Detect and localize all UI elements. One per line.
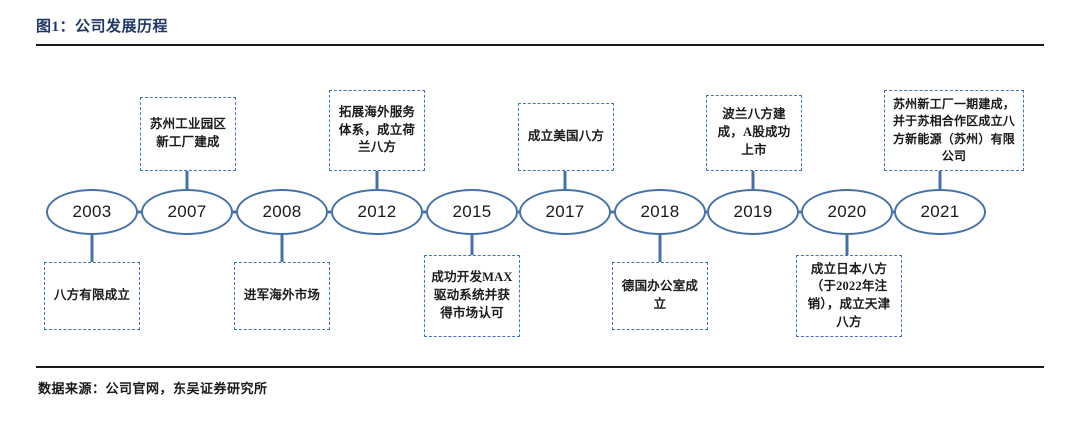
- figure-title: 图1：公司发展历程: [36, 19, 169, 35]
- timeline-node-2021[interactable]: 2021: [894, 189, 986, 235]
- node-year-label: 2018: [640, 202, 680, 221]
- node-year-label: 2003: [72, 202, 112, 221]
- callout-above-2007[interactable]: 苏州工业园区新工厂建成: [140, 97, 236, 171]
- callout-below-2020[interactable]: 成立日本八方（于2022年注销），成立天津八方: [796, 255, 902, 337]
- callout-text: 成立日本八方（于2022年注销），成立天津八方: [807, 261, 891, 329]
- node-year-label: 2017: [545, 202, 585, 221]
- callout-text: 八方有限成立: [53, 288, 131, 303]
- callout-text: 拓展海外服务体系，成立荷兰八方: [338, 104, 416, 155]
- node-year-label: 2021: [920, 202, 960, 221]
- source-note: 数据来源：公司官网，东吴证券研究所: [38, 381, 268, 396]
- timeline-node-2019[interactable]: 2019: [707, 189, 799, 235]
- timeline-node-2003[interactable]: 2003: [46, 189, 138, 235]
- callout-below-2015[interactable]: 成功开发MAX驱动系统并获得市场认可: [424, 255, 520, 337]
- callout-below-2018[interactable]: 德国办公室成立: [612, 262, 708, 330]
- callout-below-2008[interactable]: 进军海外市场: [234, 262, 330, 330]
- callout-above-2019[interactable]: 波兰八方建成，A股成功上市: [706, 95, 802, 171]
- timeline-diagram: 苏州工业园区新工厂建成 拓展海外服务体系，成立荷兰八方 成立美国八方 波兰八方建…: [0, 46, 1080, 364]
- callout-text: 进军海外市场: [243, 288, 321, 303]
- timeline-node-2012[interactable]: 2012: [331, 189, 423, 235]
- callout-text: 成功开发MAX驱动系统并获得市场认可: [431, 270, 513, 320]
- timeline-node-2017[interactable]: 2017: [519, 189, 611, 235]
- callout-text: 德国办公室成立: [621, 279, 699, 311]
- header-divider: [36, 44, 1044, 46]
- callout-text: 苏州新工厂一期建成，并于苏相合作区成立八方新能源（苏州）有限公司: [892, 97, 1015, 163]
- callout-above-2017[interactable]: 成立美国八方: [518, 103, 614, 171]
- node-year-label: 2020: [827, 202, 867, 221]
- timeline-node-2015[interactable]: 2015: [426, 189, 518, 235]
- connector-lines-layer: [90, 171, 942, 262]
- node-year-label: 2008: [262, 202, 302, 221]
- timeline-node-2018[interactable]: 2018: [614, 189, 706, 235]
- footer-divider: [36, 366, 1044, 368]
- timeline-node-2008[interactable]: 2008: [236, 189, 328, 235]
- callout-text: 苏州工业园区新工厂建成: [149, 117, 227, 149]
- callout-text: 成立美国八方: [527, 129, 605, 144]
- timeline-node-2007[interactable]: 2007: [141, 189, 233, 235]
- callout-above-2012[interactable]: 拓展海外服务体系，成立荷兰八方: [329, 90, 425, 171]
- callout-text: 波兰八方建成，A股成功上市: [717, 107, 791, 157]
- timeline-node-2020[interactable]: 2020: [801, 189, 893, 235]
- node-year-label: 2012: [357, 202, 397, 221]
- node-year-label: 2019: [733, 202, 773, 221]
- callout-below-2003[interactable]: 八方有限成立: [44, 262, 140, 330]
- node-year-label: 2007: [167, 202, 207, 221]
- node-year-label: 2015: [452, 202, 492, 221]
- callout-above-2021[interactable]: 苏州新工厂一期建成，并于苏相合作区成立八方新能源（苏州）有限公司: [884, 90, 1024, 171]
